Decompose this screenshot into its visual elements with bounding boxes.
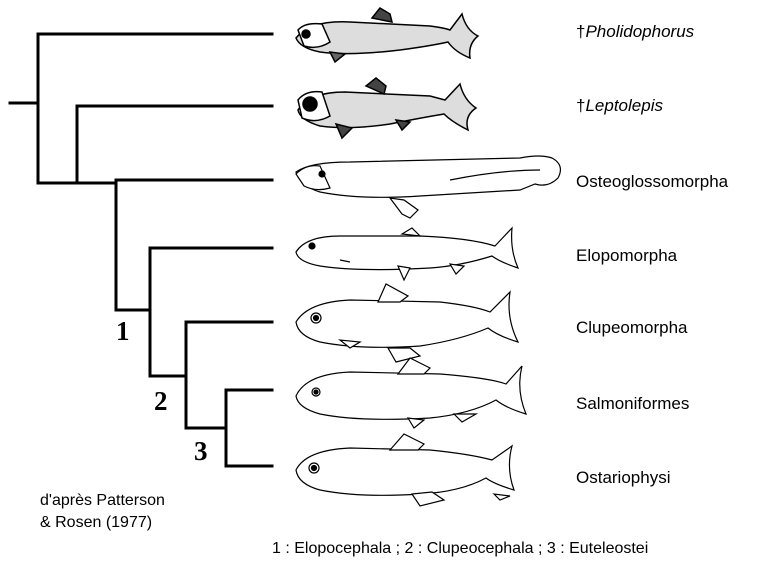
taxon-name: Elopomorpha [576, 246, 677, 265]
credit-line-2: & Rosen (1977) [40, 512, 165, 534]
taxon-name: Salmoniformes [576, 394, 689, 413]
fish-leptolepis [298, 78, 476, 138]
cladogram-branches [10, 34, 272, 466]
taxon-name: Osteoglossomorpha [576, 172, 728, 191]
taxon-name: Clupeomorpha [576, 318, 688, 337]
taxon-label-clupeomorpha: Clupeomorpha [576, 318, 688, 338]
node-legend: 1 : Elopocephala ; 2 : Clupeocephala ; 3… [272, 540, 648, 558]
fish-pholidophorus [296, 8, 478, 62]
fish-elopomorpha [296, 228, 518, 280]
taxon-label-salmoniformes: Salmoniformes [576, 394, 689, 414]
taxon-label-leptolepis: †Leptolepis [576, 96, 663, 116]
taxon-label-pholidophorus: †Pholidophorus [576, 22, 694, 42]
source-credit: d'après Patterson & Rosen (1977) [40, 490, 165, 534]
fish-salmoniformes [296, 358, 526, 428]
taxon-label-ostariophysi: Ostariophysi [576, 468, 670, 488]
node-number-1: 1 [116, 316, 130, 347]
taxon-name: Ostariophysi [576, 468, 670, 487]
taxon-name: Leptolepis [585, 96, 663, 115]
taxon-label-elopomorpha: Elopomorpha [576, 246, 677, 266]
fish-clupeomorpha [296, 284, 518, 362]
node-number-3: 3 [194, 436, 208, 467]
credit-line-1: d'après Patterson [40, 490, 165, 512]
fish-ostariophysi [296, 434, 514, 506]
fish-osteoglossomorpha [296, 156, 560, 218]
taxon-label-osteoglossomorpha: Osteoglossomorpha [576, 172, 728, 192]
node-number-2: 2 [154, 386, 168, 417]
taxon-name: Pholidophorus [585, 22, 694, 41]
